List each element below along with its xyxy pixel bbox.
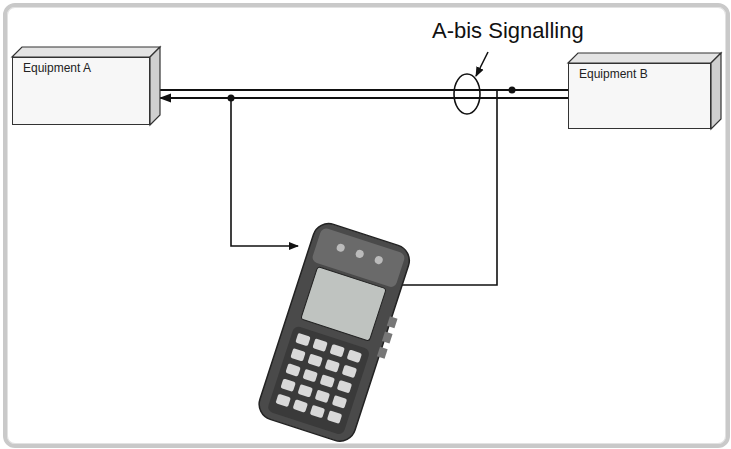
box-sides	[567, 52, 724, 132]
box-label: Equipment B	[569, 64, 669, 82]
equipment-box: Equipment A	[12, 57, 150, 125]
signal-line	[160, 97, 568, 99]
box-label: Equipment A	[13, 58, 93, 76]
bundle-ellipse	[454, 74, 480, 114]
handheld-tester	[255, 219, 419, 447]
signal-line	[160, 89, 568, 91]
leader-line	[476, 52, 488, 76]
callout-label: A-bis Signalling	[432, 18, 584, 44]
box-sides	[11, 46, 163, 128]
equipment-box: Equipment B	[568, 63, 711, 129]
